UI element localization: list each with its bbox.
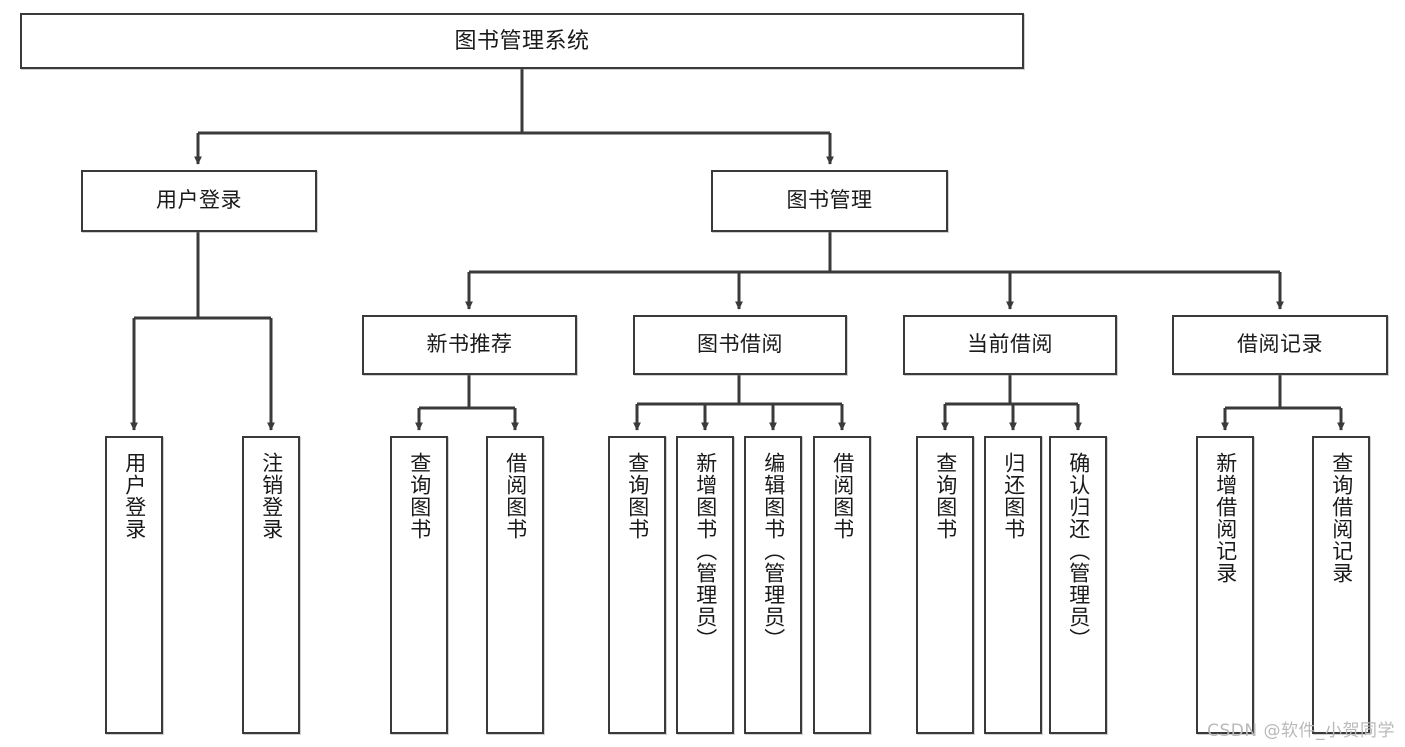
leaf-query-record-label: 查询借阅记录 — [1329, 452, 1353, 584]
node-book-management-label: 图书管理 — [786, 188, 873, 212]
leaf-add-record-label: 新增借阅记录 — [1213, 452, 1237, 584]
leaf-user-login-label: 用户登录 — [122, 452, 146, 540]
leaf-add-book[interactable]: 新增图书（管理员） — [676, 436, 734, 734]
node-user-login[interactable]: 用户登录 — [81, 170, 317, 232]
leaf-query-book-3[interactable]: 查询图书 — [916, 436, 974, 734]
leaf-query-book-2[interactable]: 查询图书 — [608, 436, 666, 734]
node-user-login-label: 用户登录 — [156, 188, 242, 212]
leaf-user-logout[interactable]: 注销登录 — [242, 436, 300, 734]
leaf-user-login[interactable]: 用户登录 — [105, 436, 163, 734]
leaf-query-book-1-label: 查询图书 — [407, 452, 431, 540]
node-book-management[interactable]: 图书管理 — [711, 170, 948, 232]
node-root[interactable]: 图书管理系统 — [20, 13, 1024, 69]
leaf-user-logout-label: 注销登录 — [259, 452, 283, 540]
node-new-book-recommend-label: 新书推荐 — [426, 332, 513, 356]
leaf-confirm-return[interactable]: 确认归还（管理员） — [1049, 436, 1107, 734]
leaf-add-record[interactable]: 新增借阅记录 — [1196, 436, 1254, 734]
node-borrow-record-label: 借阅记录 — [1237, 332, 1323, 356]
leaf-query-record[interactable]: 查询借阅记录 — [1312, 436, 1370, 734]
leaf-add-book-label: 新增图书（管理员） — [693, 452, 717, 650]
node-new-book-recommend[interactable]: 新书推荐 — [362, 315, 577, 375]
leaf-return-book[interactable]: 归还图书 — [984, 436, 1042, 734]
node-current-borrow[interactable]: 当前借阅 — [903, 315, 1117, 375]
leaf-edit-book-label: 编辑图书（管理员） — [761, 452, 785, 650]
leaf-borrow-book-2[interactable]: 借阅图书 — [813, 436, 871, 734]
node-book-borrow-label: 图书借阅 — [697, 332, 783, 356]
leaf-borrow-book-1[interactable]: 借阅图书 — [486, 436, 544, 734]
leaf-query-book-1[interactable]: 查询图书 — [390, 436, 448, 734]
csdn-watermark: CSDN @软件_小贺同学 — [1207, 721, 1395, 741]
node-book-borrow[interactable]: 图书借阅 — [633, 315, 847, 375]
node-root-label: 图书管理系统 — [454, 28, 590, 54]
leaf-query-book-3-label: 查询图书 — [933, 452, 957, 540]
node-current-borrow-label: 当前借阅 — [967, 332, 1053, 356]
leaf-borrow-book-1-label: 借阅图书 — [503, 452, 527, 540]
leaf-confirm-return-label: 确认归还（管理员） — [1066, 452, 1090, 650]
leaf-edit-book[interactable]: 编辑图书（管理员） — [744, 436, 802, 734]
node-borrow-record[interactable]: 借阅记录 — [1172, 315, 1388, 375]
leaf-query-book-2-label: 查询图书 — [625, 452, 649, 540]
leaf-borrow-book-2-label: 借阅图书 — [830, 452, 854, 540]
leaf-return-book-label: 归还图书 — [1001, 452, 1025, 540]
